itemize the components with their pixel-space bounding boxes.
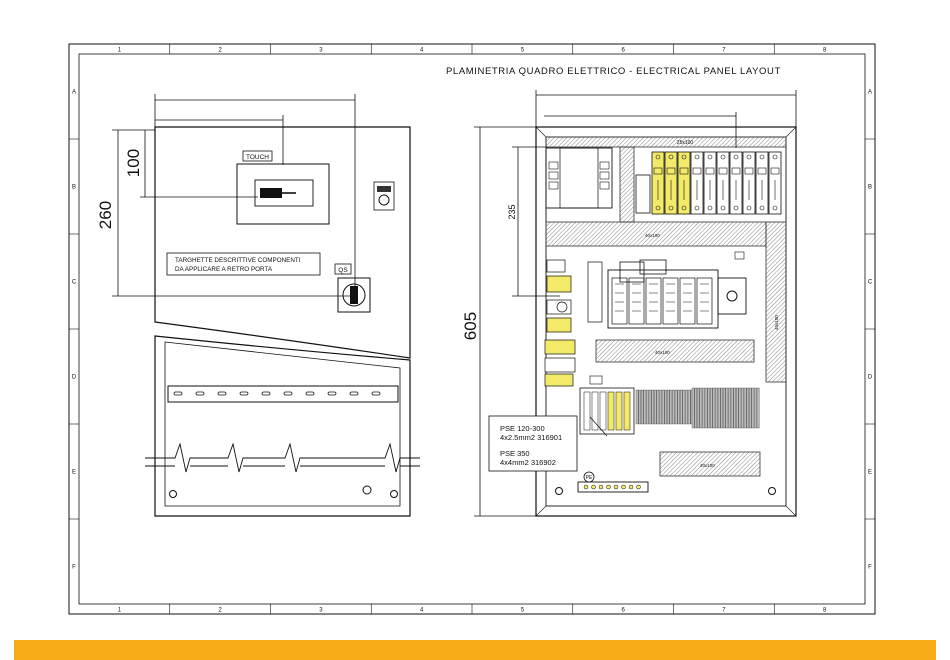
touch-panel <box>237 164 329 224</box>
panel-height-dimension: 605 <box>461 312 480 340</box>
column-label-bottom: 4 <box>420 608 424 614</box>
power-supply <box>546 148 612 208</box>
plc-module <box>680 278 695 324</box>
column-label-top: 1 <box>118 48 122 54</box>
column-label-top: 7 <box>722 48 726 54</box>
plc-module <box>629 278 644 324</box>
door-outline <box>155 127 410 358</box>
qs-label: QS <box>338 267 348 274</box>
callout-line3: PSE 350 <box>500 449 530 458</box>
column-label-bottom: 1 <box>118 608 122 614</box>
small-component <box>547 276 571 292</box>
column-label-bottom: 5 <box>521 608 525 614</box>
row-label-right: E <box>868 470 872 476</box>
drawing-title: PLAMINETRIA QUADRO ELETTRICO - ELECTRICA… <box>446 66 781 77</box>
column-label-top: 5 <box>521 48 525 54</box>
callout-line2: 4x2.5mm2 316901 <box>500 433 562 442</box>
panel-inner-dimension: 235 <box>507 204 517 219</box>
door-note-line1: TARGHETTE DESCRITTIVE COMPONENTI <box>175 257 301 264</box>
small-component <box>547 300 571 314</box>
enclosure-lower <box>155 336 410 516</box>
duct-middle <box>596 340 754 362</box>
panel-view: 605 235 25x100 40x100 40x100 40x100 40x1… <box>461 90 796 516</box>
duct-top <box>546 137 786 147</box>
callout-line1: PSE 120-300 <box>500 424 545 433</box>
plc-module <box>612 278 627 324</box>
row-label-right: D <box>868 375 873 381</box>
accent-bar <box>14 640 936 660</box>
enclosure-inner <box>165 342 400 506</box>
duct-top-label: 25x100 <box>677 140 694 146</box>
duct-left-vertical <box>620 147 634 222</box>
small-component <box>545 358 575 372</box>
touch-connector <box>260 188 282 198</box>
callout-line4: 4x4mm2 316902 <box>500 458 556 467</box>
touch-label: TOUCH <box>246 154 269 161</box>
svg-text:40x100: 40x100 <box>655 350 670 355</box>
svg-text:40x100: 40x100 <box>774 315 779 330</box>
column-label-bottom: 3 <box>319 608 323 614</box>
door-note-line2: DA APPLICARE A RETRO PORTA <box>175 266 273 273</box>
column-label-top: 8 <box>823 48 827 54</box>
ground-symbol <box>363 486 371 494</box>
plc-module <box>646 278 661 324</box>
row-label-left: F <box>72 565 76 571</box>
column-label-top: 2 <box>218 48 222 54</box>
small-component <box>545 374 573 386</box>
svg-text:40x100: 40x100 <box>645 233 660 238</box>
row-label-left: B <box>72 185 76 191</box>
row-label-right: F <box>868 565 872 571</box>
din-rail <box>168 386 398 402</box>
door-height-dimension: 260 <box>96 201 115 229</box>
column-label-top: 3 <box>319 48 323 54</box>
door-view: 260 100 TOUCH TARGHETTE DESCRITTIVE COMP… <box>96 94 420 516</box>
svg-text:40x100: 40x100 <box>700 463 715 468</box>
row-label-right: A <box>868 90 872 96</box>
pe-label: PE <box>586 475 593 481</box>
row-label-left: A <box>72 90 76 96</box>
duct-right <box>766 222 786 382</box>
break-line <box>145 444 420 472</box>
plc-module <box>663 278 678 324</box>
row-label-right: C <box>868 280 873 286</box>
column-label-top: 4 <box>420 48 424 54</box>
small-component <box>547 260 565 272</box>
plc-module <box>697 278 712 324</box>
row-label-left: E <box>72 470 76 476</box>
column-label-bottom: 6 <box>621 608 625 614</box>
row-label-right: B <box>868 185 872 191</box>
column-label-top: 6 <box>621 48 625 54</box>
small-component <box>545 340 575 354</box>
contactor <box>636 175 650 213</box>
row-label-left: C <box>72 280 77 286</box>
column-label-bottom: 2 <box>218 608 222 614</box>
small-component <box>547 318 571 332</box>
row-label-left: D <box>72 375 77 381</box>
touch-height-dimension: 100 <box>124 149 143 177</box>
plc-block <box>608 252 746 328</box>
column-label-bottom: 8 <box>823 608 827 614</box>
column-label-bottom: 7 <box>722 608 726 614</box>
